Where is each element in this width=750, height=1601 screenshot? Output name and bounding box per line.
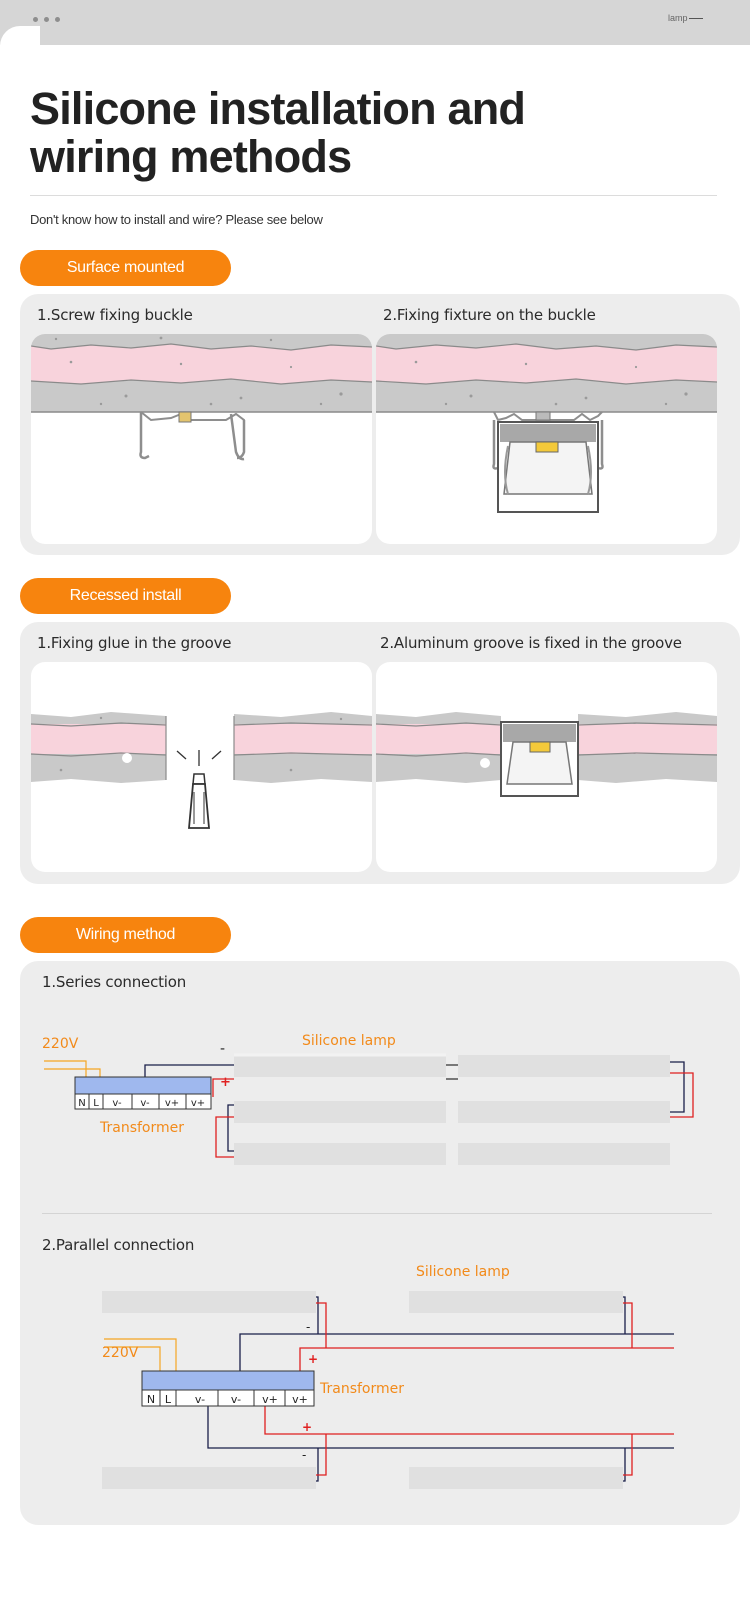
recessed-step-1-illustration xyxy=(31,662,372,872)
top-bar xyxy=(0,0,750,45)
surface-step-2-illustration xyxy=(376,334,717,544)
brand-line xyxy=(688,18,703,20)
series-wiring-diagram: N L v- v- v+ v+ 220V Silicone lamp Trans… xyxy=(42,1033,694,1165)
parallel-terminal-5: v+ xyxy=(292,1393,308,1406)
series-lamp-label: Silicone lamp xyxy=(302,1033,396,1049)
parallel-lamp-strip xyxy=(409,1291,623,1313)
page-title: Silicone installation and wiring methods xyxy=(30,85,530,181)
surface-step-1-illustration xyxy=(31,334,372,544)
series-terminal-3: v- xyxy=(140,1098,150,1109)
dot xyxy=(44,17,49,22)
parallel-lamp-strip xyxy=(409,1467,623,1489)
page-title-text: Silicone installation and wiring methods xyxy=(30,83,526,182)
parallel-wiring-diagram: N L v- v- v+ v+ 220V Silicone lamp Trans… xyxy=(102,1264,674,1489)
series-terminal-1: L xyxy=(93,1098,99,1109)
title-divider xyxy=(30,195,717,196)
series-transformer-label: Transformer xyxy=(99,1120,184,1136)
recessed-step-2-illustration xyxy=(376,662,717,872)
wiring-divider xyxy=(42,1213,712,1214)
series-terminal-0: N xyxy=(78,1098,85,1109)
parallel-plus-bottom: + xyxy=(302,1420,312,1434)
series-terminal-4: v+ xyxy=(165,1098,179,1109)
recessed-step-1-label: 1.Fixing glue in the groove xyxy=(37,634,232,652)
series-terminal-5: v+ xyxy=(191,1098,205,1109)
brand-label: lamp xyxy=(668,13,703,23)
parallel-terminal-2: v- xyxy=(195,1393,205,1406)
recessed-step-2-label: 2.Aluminum groove is fixed in the groove xyxy=(380,634,682,652)
parallel-lamp-label: Silicone lamp xyxy=(416,1264,510,1280)
series-lamp-strips xyxy=(234,1053,670,1165)
parallel-minus-top: - xyxy=(306,1320,310,1334)
parallel-terminal-1: L xyxy=(165,1393,172,1406)
surface-step-2-label: 2.Fixing fixture on the buckle xyxy=(383,306,596,324)
menu-dots-icon[interactable] xyxy=(33,17,60,22)
series-plus-label: + xyxy=(220,1075,231,1090)
series-terminal-2: v- xyxy=(112,1098,122,1109)
parallel-terminal-3: v- xyxy=(231,1393,241,1406)
wiring-method-pill: Wiring method xyxy=(20,917,231,953)
parallel-terminal-4: v+ xyxy=(262,1393,278,1406)
surface-step-1-label: 1.Screw fixing buckle xyxy=(37,306,193,324)
content-sheet-top xyxy=(0,45,750,105)
dot xyxy=(33,17,38,22)
series-voltage-label: 220V xyxy=(42,1036,79,1052)
wiring-method-panel: 1.Series connection 2.Parallel connectio… xyxy=(20,961,740,1525)
parallel-lamp-strip xyxy=(102,1467,316,1489)
parallel-voltage-label: 220V xyxy=(102,1345,139,1361)
dot xyxy=(55,17,60,22)
parallel-connection-label: 2.Parallel connection xyxy=(42,1236,195,1254)
recessed-install-pill: Recessed install xyxy=(20,578,231,614)
surface-mounted-panel: 1.Screw fixing buckle 2.Fixing fixture o… xyxy=(20,294,740,555)
parallel-lamp-strip xyxy=(102,1291,316,1313)
parallel-terminal-0: N xyxy=(147,1393,155,1406)
brand-text: lamp xyxy=(668,13,688,23)
top-bar-curve xyxy=(0,26,40,46)
surface-mounted-pill: Surface mounted xyxy=(20,250,231,286)
subtitle: Don't know how to install and wire? Plea… xyxy=(30,212,323,227)
parallel-minus-bottom: - xyxy=(302,1448,306,1462)
recessed-install-panel: 1.Fixing glue in the groove 2.Aluminum g… xyxy=(20,622,740,884)
series-minus-label: - xyxy=(220,1041,225,1057)
parallel-plus-top: + xyxy=(308,1352,318,1366)
series-connection-label: 1.Series connection xyxy=(42,973,187,991)
parallel-transformer-label: Transformer xyxy=(319,1381,404,1397)
